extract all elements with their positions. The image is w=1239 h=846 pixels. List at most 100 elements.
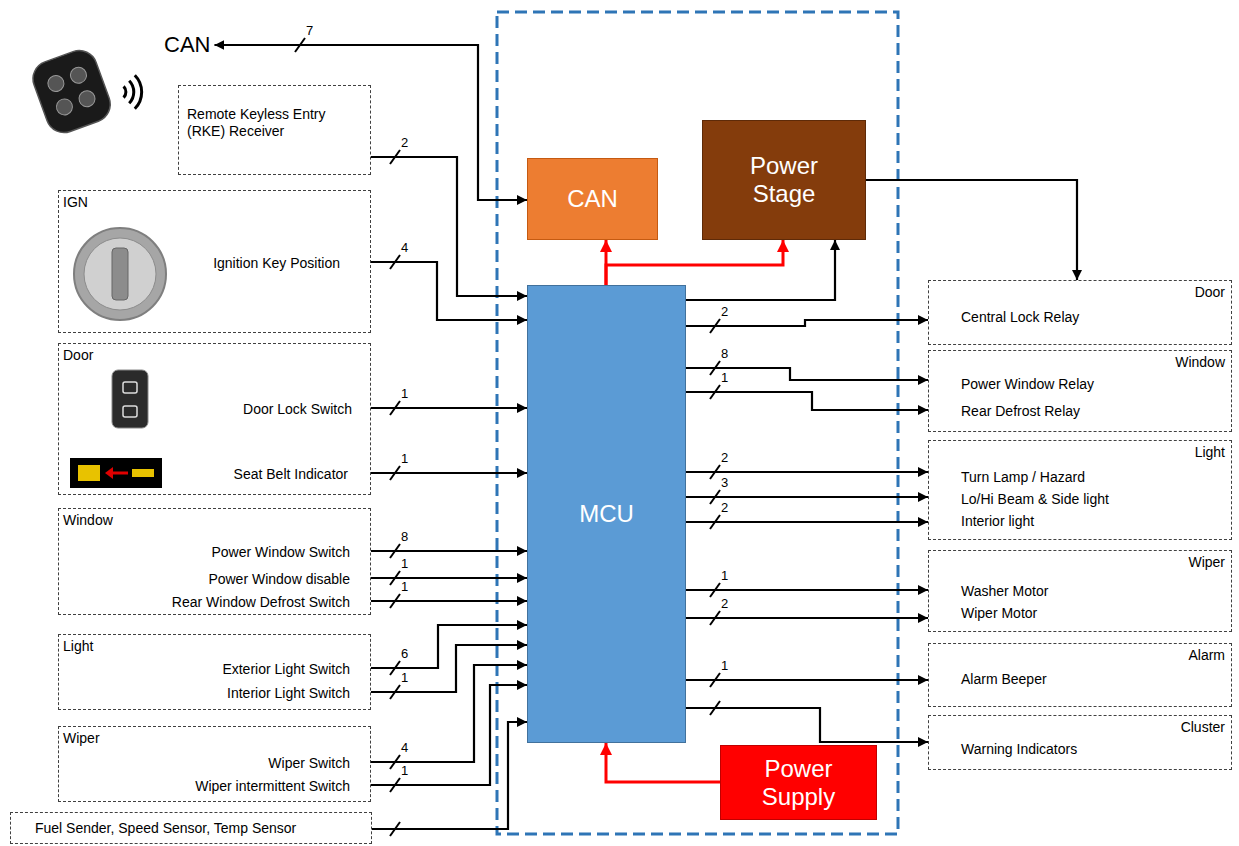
- output-group: LightTurn Lamp / HazardLo/Hi Beam & Side…: [928, 440, 1232, 540]
- signal-connector: [686, 496, 928, 498]
- bus-width-number: 8: [400, 529, 409, 544]
- buckle-symbol: [78, 465, 100, 481]
- signal-name: Remote Keyless Entry (RKE) Receiver: [187, 106, 347, 140]
- bus-width-tick: [390, 544, 400, 558]
- signal-connector: [372, 722, 527, 829]
- signal-name: Seat Belt Indicator: [234, 466, 348, 483]
- ignition-lock-icon: [74, 228, 166, 320]
- signal-name: Rear Window Defrost Switch: [172, 594, 350, 611]
- bus-width-number: 1: [720, 370, 729, 385]
- bus-width-tick: [390, 571, 400, 585]
- bus-width-number: 6: [400, 646, 409, 661]
- signal-connector: [686, 240, 835, 300]
- key-fob-button: [68, 65, 89, 86]
- signal-connector: [686, 617, 928, 619]
- bus-width-tick: [710, 673, 720, 687]
- block-label: Power Supply: [736, 755, 861, 811]
- bus-width-tick: [390, 755, 400, 769]
- group-title: Cluster: [1181, 719, 1225, 736]
- group-title: Door: [1195, 284, 1225, 301]
- signal-name: Central Lock Relay: [961, 309, 1079, 326]
- block-label: MCU: [547, 500, 667, 528]
- module-boundary: [497, 12, 898, 834]
- signal-connector: [371, 262, 527, 320]
- signal-name: Wiper Switch: [268, 755, 350, 772]
- key-fob-icon: [28, 45, 115, 137]
- group-title: Window: [63, 512, 113, 529]
- bus-width-tick: [390, 661, 400, 675]
- signal-connector: [371, 685, 527, 785]
- group-title: Light: [63, 638, 93, 655]
- input-group: LightExterior Light SwitchInterior Light…: [58, 634, 371, 710]
- buckle-arrow: [112, 472, 128, 475]
- mcu-block: MCU: [527, 285, 686, 743]
- signal-connector: [866, 180, 1077, 280]
- signal-name: Turn Lamp / Hazard: [961, 469, 1085, 486]
- power-supply-block: Power Supply: [720, 745, 877, 820]
- bus-width-tick: [390, 594, 400, 608]
- signal-connector: [686, 521, 928, 523]
- seat-belt-icon: [70, 458, 162, 488]
- bus-width-number: 3: [720, 475, 729, 490]
- bus-width-tick: [710, 611, 720, 625]
- bus-width-number: 1: [400, 579, 409, 594]
- key-fob-button: [46, 73, 67, 94]
- group-title: IGN: [63, 194, 88, 211]
- ignition-key-slot: [112, 248, 128, 300]
- output-group: WiperWasher MotorWiper Motor: [928, 550, 1232, 632]
- wireless-wave: [124, 86, 126, 97]
- group-title: Alarm: [1188, 647, 1225, 664]
- signal-name: Ignition Key Position: [213, 255, 340, 272]
- bus-width-number: 4: [400, 240, 409, 255]
- bus-width-number: 4: [400, 740, 409, 755]
- signal-name: CAN: [164, 31, 210, 59]
- bus-width-number: 1: [400, 763, 409, 778]
- tongue-symbol: [132, 469, 154, 477]
- bus-width-tick: [390, 778, 400, 792]
- group-title: Light: [1195, 444, 1225, 461]
- block-label: CAN: [538, 185, 648, 213]
- signal-name: Interior Light Switch: [227, 685, 350, 702]
- input-group: IGN Ignition Key Position: [58, 190, 371, 333]
- group-title: Wiper: [63, 730, 100, 747]
- bus-width-tick: [710, 701, 720, 715]
- group-title: Door: [63, 347, 93, 364]
- output-group: AlarmAlarm Beeper: [928, 643, 1232, 707]
- wireless-wave: [135, 75, 142, 109]
- signal-name: Wiper intermittent Switch: [195, 778, 350, 795]
- signal-name: Washer Motor: [961, 583, 1048, 600]
- signal-name: Rear Defrost Relay: [961, 403, 1080, 420]
- output-group: WindowPower Window RelayRear Defrost Rel…: [928, 350, 1232, 432]
- signal-connector: [686, 679, 928, 681]
- bus-width-number: 1: [720, 568, 729, 583]
- bus-width-tick: [710, 385, 720, 399]
- power-connector: [606, 240, 783, 285]
- signal-name: Lo/Hi Beam & Side light: [961, 491, 1109, 508]
- output-group: ClusterWarning Indicators: [928, 715, 1232, 770]
- bus-width-tick: [390, 150, 400, 164]
- bus-width-tick: [710, 361, 720, 375]
- bus-width-tick: [710, 583, 720, 597]
- group-title: Wiper: [1188, 554, 1225, 571]
- power-connector: [606, 743, 720, 782]
- lock-symbol: [123, 382, 137, 393]
- bus-width-number: 8: [720, 346, 729, 361]
- signal-name: Fuel Sender, Speed Sensor, Temp Sensor: [35, 820, 296, 837]
- signal-connector: [686, 708, 928, 742]
- can-block: CAN: [527, 158, 658, 240]
- bus-end-label: CAN: [160, 31, 214, 59]
- bus-width-tick: [390, 685, 400, 699]
- ignition-lock-face: [84, 238, 156, 310]
- key-fob-button: [54, 97, 75, 118]
- signal-name: Alarm Beeper: [961, 671, 1047, 688]
- wireless-wave: [129, 81, 134, 103]
- signal-name: Power Window disable: [208, 571, 350, 588]
- unlock-symbol: [123, 406, 137, 417]
- bus-width-tick: [710, 490, 720, 504]
- bus-width-number: 1: [400, 386, 409, 401]
- bus-width-number: 1: [400, 556, 409, 571]
- bus-width-number: 7: [305, 23, 314, 38]
- bus-width-tick: [710, 465, 720, 479]
- signal-connector: [371, 625, 527, 668]
- buckle-arrowhead: [105, 467, 113, 479]
